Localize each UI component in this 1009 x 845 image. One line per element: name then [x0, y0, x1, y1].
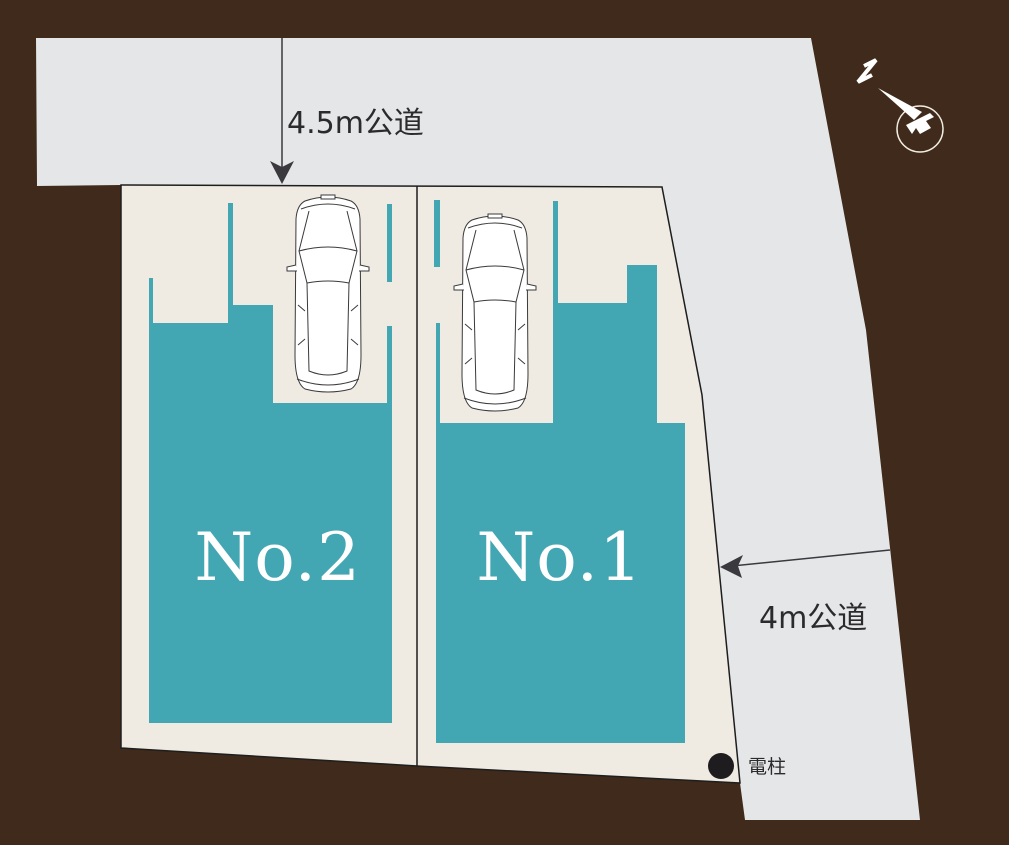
lot-1-label: No.1	[476, 519, 643, 596]
north-road-label: 4.5m公道	[287, 106, 424, 141]
north-arrow-icon	[856, 58, 944, 153]
utility-pole-label: 電柱	[748, 756, 787, 778]
lot-2-building	[149, 203, 392, 723]
east-road-label: 4m公道	[759, 601, 868, 636]
lot-2-label: No.2	[194, 519, 361, 596]
car-icon	[286, 194, 370, 393]
lot-1-building	[434, 200, 685, 743]
utility-pole-icon	[708, 753, 734, 779]
east-road-width-arrow	[720, 549, 891, 578]
car-icon	[453, 213, 537, 412]
north-road-area	[36, 38, 920, 820]
north-road-width-arrow	[270, 38, 294, 184]
